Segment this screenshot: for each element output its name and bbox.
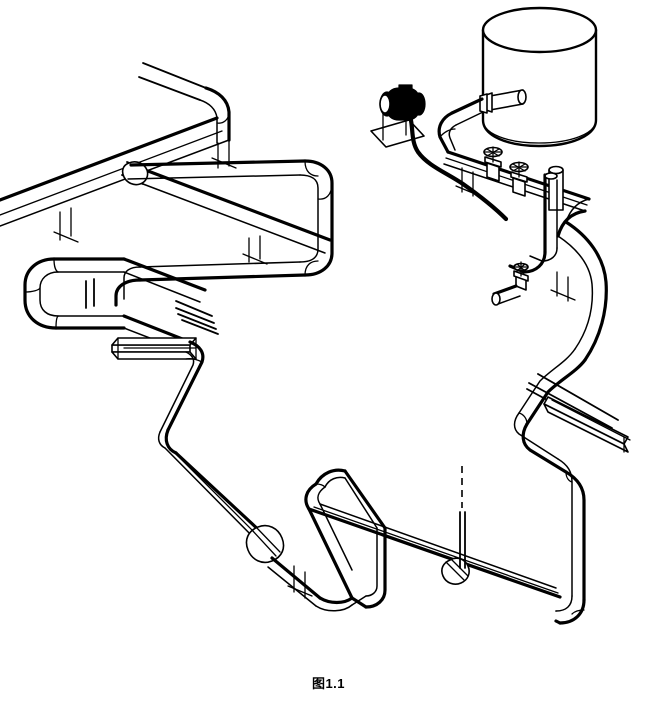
crossing-pipe-bundle-left (175, 300, 219, 335)
triangular-expansion-loop (304, 468, 387, 609)
pipe-run-bottom-header (267, 556, 354, 612)
pipe-union-coupling-1 (245, 524, 285, 564)
pipe-run-right-riser (513, 220, 608, 625)
pipe-run-z-bend-center (157, 340, 264, 543)
figure-caption: 图1.1 (311, 676, 346, 691)
handwheel-valve-2[interactable] (509, 161, 529, 197)
i-beam-support-right (543, 396, 631, 453)
pipe-run-main-inlet (0, 62, 237, 243)
pipe-run-right-branch (508, 172, 590, 274)
right-expansion-loop (127, 159, 334, 282)
electrical-cable (406, 109, 509, 222)
hanger-right-branch (550, 271, 576, 302)
vent-centerline (459, 466, 466, 569)
vertical-cylindrical-tank (481, 6, 598, 148)
pump-motor-unit (379, 84, 426, 121)
pipe-stub-end (491, 284, 521, 306)
isometric-piping-diagram (0, 6, 631, 625)
i-beam-support-left (111, 337, 197, 360)
handwheel-valve-3[interactable] (513, 261, 529, 291)
left-expansion-loop (23, 257, 142, 330)
vertical-riser-stub (548, 165, 564, 211)
handwheel-valve-1[interactable] (483, 146, 503, 182)
pipe-run-bottom-right-diagonal (307, 503, 562, 599)
